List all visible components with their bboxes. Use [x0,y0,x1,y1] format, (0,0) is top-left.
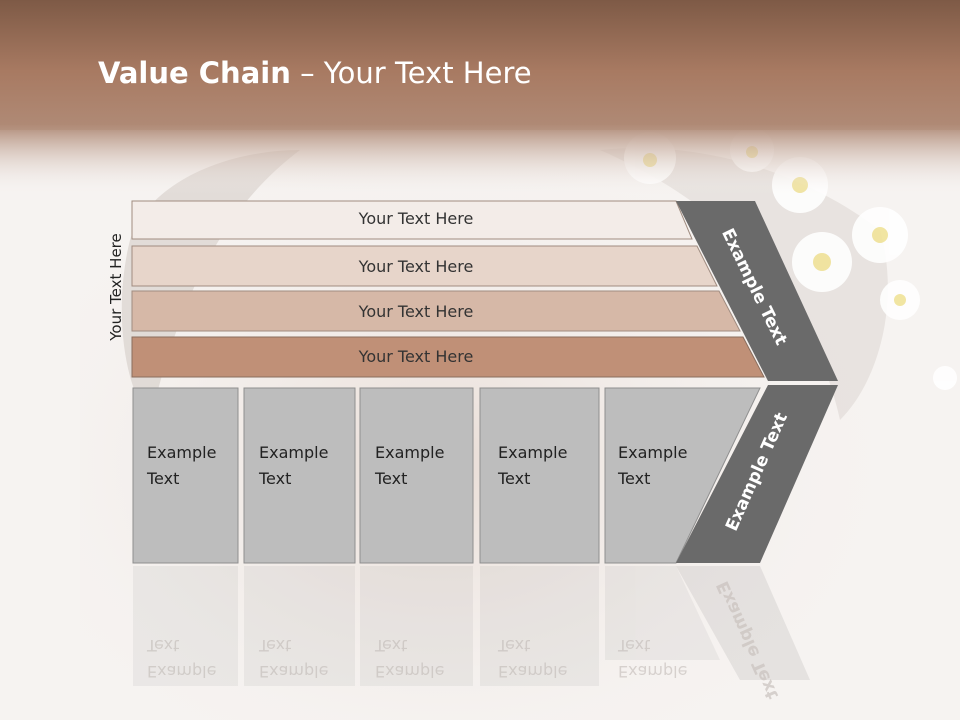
reflection-group [133,566,720,686]
bar-shape-1 [131,200,693,240]
bar-shape-3 [131,290,741,332]
box-label-1-line2: Text [147,469,180,488]
arrow-lower [676,385,838,563]
box-label-4-line1: Example [498,443,568,462]
box-reflection-2: Example Text [259,632,349,684]
box-reflection-5: Example Text [618,632,708,684]
bar-label-2: Your Text Here [358,257,474,276]
box-reflection-2-line2: Text [259,636,292,655]
bar-label-3: Your Text Here [358,302,474,321]
box-label-5-line2: Text [618,469,651,488]
box-shape-2 [243,387,356,564]
box-reflection-1-line1: Example [147,662,217,681]
box-label-3-line1: Example [375,443,445,462]
box-label-1-line1: Example [147,443,217,462]
arrow-upper [676,201,838,381]
box-reflection-1: Example Text [147,632,237,684]
box-label-4-line2: Text [498,469,531,488]
bar-label-4: Your Text Here [358,347,474,366]
box-shape-3 [359,387,474,564]
box-reflection-2-line1: Example [259,662,329,681]
title-bold: Value Chain [98,56,291,90]
box-reflection-3-line2: Text [375,636,408,655]
box-label-2-line1: Example [259,443,329,462]
box-label-5-line1: Example [618,443,688,462]
box-shape-4 [479,387,600,564]
box-reflection-5-line1: Example [618,662,688,681]
box-reflection-4-line1: Example [498,662,568,681]
box-reflection-5-line2: Text [618,636,651,655]
box-reflection-1-line2: Text [147,636,180,655]
box-shape-1 [132,387,239,564]
bar-shape-2 [131,245,718,287]
bar-shape-4 [131,336,765,378]
box-reflection-4: Example Text [498,632,588,684]
title-rest: – Your Text Here [290,56,532,90]
box-label-3-line2: Text [375,469,408,488]
bar-label-1: Your Text Here [358,209,474,228]
box-reflection-3: Example Text [375,632,465,684]
box-reflection-3-line1: Example [375,662,445,681]
box-reflection-4-line2: Text [498,636,531,655]
arrow-reflection [676,566,810,680]
box-label-2-line2: Text [259,469,292,488]
slide-title: Value Chain – Your Text Here [98,56,532,90]
